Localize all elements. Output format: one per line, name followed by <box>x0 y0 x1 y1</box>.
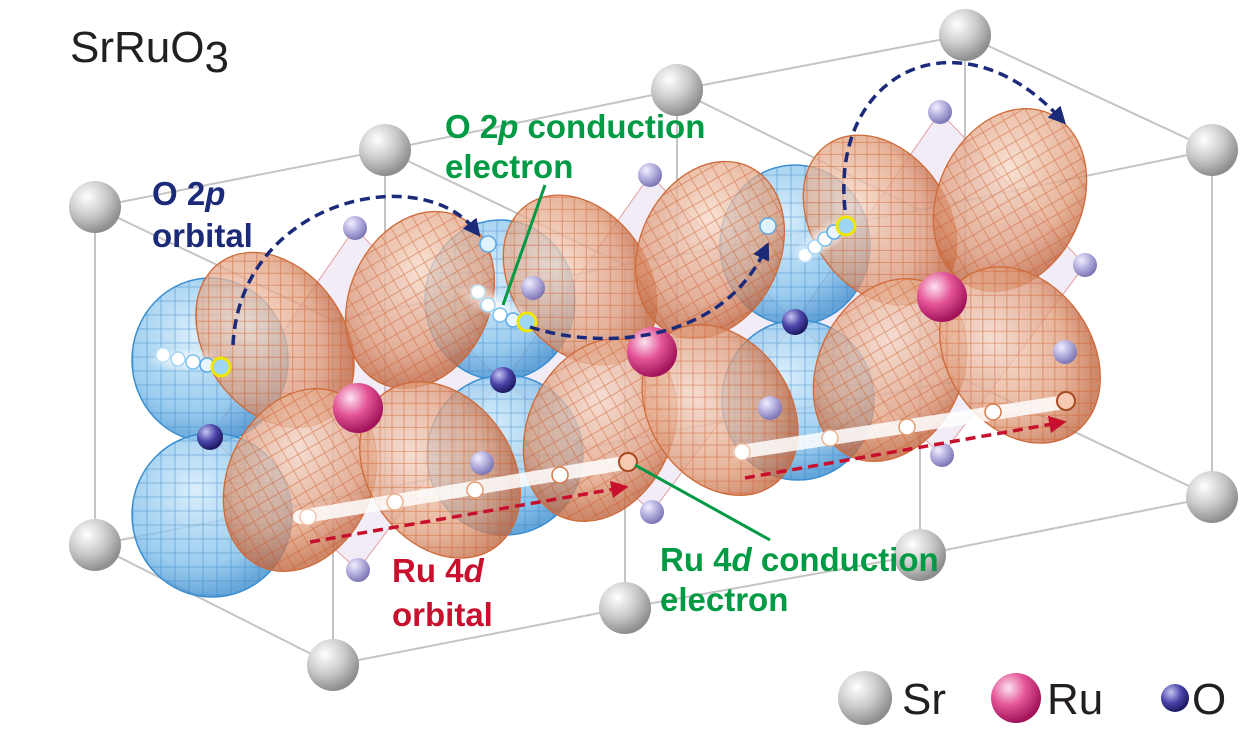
label-o2p-conduction-electron-line2: electron <box>445 148 573 185</box>
ru4d-electron-trails <box>293 391 1076 526</box>
legend-ru-label: Ru <box>1047 675 1103 724</box>
leader-lines <box>501 184 771 542</box>
o2p-electron-trails <box>147 215 857 378</box>
label-o2p-conduction-electron: O 2p conduction <box>445 108 705 145</box>
label-o2p-orbital-line2: orbital <box>152 217 253 254</box>
legend-sr-swatch <box>838 671 892 725</box>
label-ru4d-conduction-electron-line2: electron <box>660 581 788 618</box>
sr-atoms <box>69 9 1238 691</box>
label-ru4d-orbital: Ru 4d <box>392 552 485 589</box>
legend-o-label: O <box>1192 675 1226 724</box>
compound-title: SrRuO3 <box>70 23 229 82</box>
legend-sr-label: Sr <box>902 675 946 724</box>
ru4d-orbital-lobes <box>195 108 1101 572</box>
o-atoms <box>197 100 1097 582</box>
o2p-hopping-arrows <box>231 60 1066 346</box>
ru-atoms <box>333 272 967 433</box>
label-ru4d-orbital-line2: orbital <box>392 596 493 633</box>
label-o2p-orbital: O 2p <box>152 175 225 212</box>
ru4d-hopping-arrows <box>309 415 1067 544</box>
legend-ru-swatch <box>991 673 1041 723</box>
legend: Sr Ru O <box>838 671 1226 725</box>
label-ru4d-conduction-electron: Ru 4d conduction <box>660 541 939 578</box>
legend-o-swatch <box>1161 684 1189 712</box>
